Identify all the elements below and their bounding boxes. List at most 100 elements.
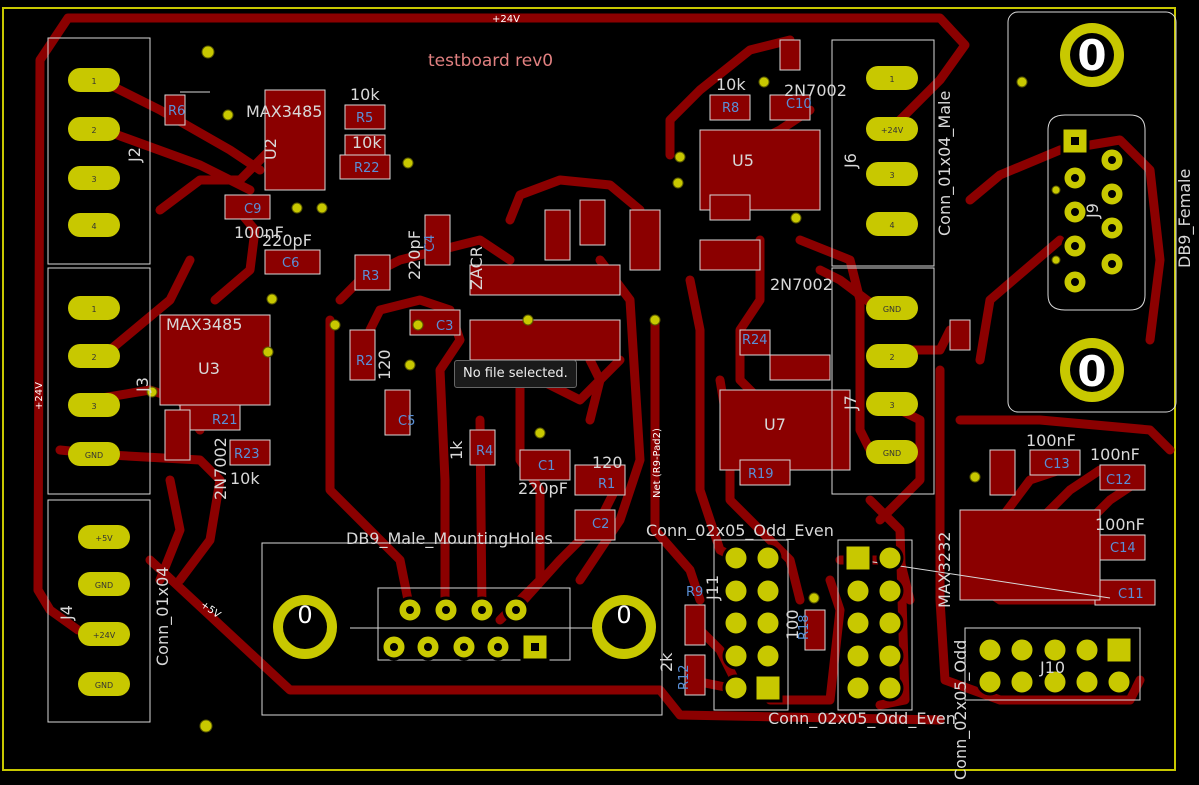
- ref-r6: R6: [168, 104, 185, 119]
- smd-components[interactable]: [159, 39, 1156, 696]
- j2-pad-2-label: 2: [91, 126, 96, 135]
- ref-c6: C6: [282, 256, 299, 271]
- ref-r18: R18: [797, 614, 812, 640]
- j2-pad-1-label: 1: [91, 77, 96, 86]
- value-2n7002-c: 2N7002: [211, 437, 230, 500]
- ref-r2: R2: [356, 354, 373, 369]
- ref-u3: U3: [198, 359, 220, 378]
- value-conn02-vertical: Conn_02x05_Odd: [951, 640, 971, 780]
- ref-c3: C3: [436, 319, 453, 334]
- ref-r4: R4: [476, 444, 493, 459]
- value-220pf-c: 220pF: [518, 479, 568, 498]
- ref-j2: J2: [125, 147, 144, 163]
- silkscreen: [47, 11, 1177, 723]
- ref-j4: J4: [57, 605, 76, 621]
- value-conn-01x04-bottom: Conn_01x04: [153, 567, 173, 666]
- ref-r23: R23: [234, 447, 260, 462]
- value-conn-01x04-male: Conn_01x04_Male: [935, 91, 955, 236]
- ref-c4: C4: [423, 235, 438, 252]
- value-220pf-b: 220pF: [405, 230, 424, 280]
- mount-hole-label-3: 0: [297, 601, 312, 629]
- ref-c5: C5: [398, 414, 415, 429]
- mount-hole-label-2: 0: [1077, 347, 1106, 396]
- ref-j3: J3: [133, 377, 152, 393]
- j3-pad-1-label: 1: [91, 305, 96, 314]
- ref-r24: R24: [742, 333, 768, 348]
- ref-r1: R1: [598, 477, 615, 492]
- ref-c14: C14: [1110, 541, 1136, 556]
- connector-j2[interactable]: 1 2 3 4: [68, 68, 120, 237]
- value-100nf-b: 100nF: [1026, 431, 1076, 450]
- connector-j6[interactable]: 1 +24V 3 4: [866, 66, 918, 236]
- mount-hole-label-4: 0: [616, 601, 631, 629]
- value-1k: 1k: [447, 440, 466, 460]
- j2-pad-4-label: 4: [91, 222, 96, 231]
- ref-r8: R8: [722, 101, 739, 116]
- ref-j7: J7: [841, 395, 860, 411]
- j6-pad-2-label: +24V: [881, 126, 904, 135]
- net-label-top: +24V: [492, 14, 520, 25]
- ref-r21: R21: [212, 413, 238, 428]
- j7-pad-3-label: 3: [889, 401, 894, 410]
- j3-pad-2-label: 2: [91, 353, 96, 362]
- j7-pad-4-label: GND: [883, 449, 901, 458]
- ref-j10: J10: [1039, 658, 1065, 677]
- value-120-b: 120: [592, 453, 623, 472]
- j4-pad-2-label: GND: [95, 581, 113, 590]
- ref-r9: R9: [686, 585, 703, 600]
- ref-c10: C10: [786, 97, 812, 112]
- value-100nf-a: 100nF: [234, 223, 284, 242]
- value-10k-a: 10k: [350, 85, 380, 104]
- file-status-tooltip: No file selected.: [454, 360, 577, 388]
- value-max3232: MAX3232: [935, 532, 954, 608]
- ref-c9: C9: [244, 202, 261, 217]
- ref-c12: C12: [1106, 473, 1132, 488]
- j4-pad-3-label: +24V: [93, 631, 116, 640]
- ref-r3: R3: [362, 269, 379, 284]
- connector-j7[interactable]: GND 2 3 GND: [866, 296, 918, 464]
- ref-r22: R22: [354, 161, 380, 176]
- ref-j11: J11: [703, 575, 722, 601]
- mounting-holes[interactable]: [273, 23, 1124, 659]
- value-220pf-a: 220pF: [262, 231, 312, 250]
- value-conn-02x05-b: Conn_02x05_Odd_Even: [768, 709, 956, 729]
- value-max3485-b: MAX3485: [166, 315, 242, 334]
- mount-hole-label-1: 0: [1077, 31, 1106, 80]
- value-10k-c: 10k: [716, 75, 746, 94]
- j4-pad-4-label: GND: [95, 681, 113, 690]
- value-100nf-d: 100nF: [1095, 515, 1145, 534]
- value-10k-d: 10k: [230, 469, 260, 488]
- ref-c13: C13: [1044, 457, 1070, 472]
- j6-pad-1-label: 1: [889, 75, 894, 84]
- ref-c1: C1: [538, 459, 555, 474]
- j7-pad-1-label: GND: [883, 305, 901, 314]
- j3-pad-3-label: 3: [91, 402, 96, 411]
- value-120-a: 120: [375, 349, 394, 380]
- connector-j4[interactable]: +5V GND +24V GND: [78, 525, 130, 696]
- value-2k: 2k: [657, 652, 676, 672]
- header-j10[interactable]: [976, 635, 1134, 696]
- j7-pad-2-label: 2: [889, 353, 894, 362]
- ref-u2: U2: [261, 138, 280, 160]
- ref-j9: J9: [1083, 203, 1102, 219]
- ref-r5: R5: [356, 111, 373, 126]
- vias[interactable]: [146, 45, 1061, 733]
- value-2n7002-a: 2N7002: [770, 275, 833, 294]
- board-title: testboard rev0: [428, 51, 553, 71]
- ref-u5: U5: [732, 151, 754, 170]
- value-2n7002-b: 2N7002: [784, 81, 847, 100]
- net-label-left-vertical: +24V: [34, 382, 45, 410]
- header-j11[interactable]: [722, 544, 783, 703]
- j3-pad-4-label: GND: [85, 451, 103, 460]
- value-conn-02x05-a: Conn_02x05_Odd_Even: [646, 521, 834, 541]
- connector-j3[interactable]: 1 2 3 GND: [68, 296, 120, 466]
- j6-pad-4-label: 4: [889, 221, 894, 230]
- value-max3485-a: MAX3485: [246, 102, 322, 121]
- j2-pad-3-label: 3: [91, 175, 96, 184]
- ref-c11: C11: [1118, 587, 1144, 602]
- header-j12[interactable]: [843, 543, 904, 702]
- value-100: 100: [783, 609, 802, 640]
- ref-r19: R19: [748, 467, 774, 482]
- j4-pad-1-label: +5V: [95, 534, 113, 543]
